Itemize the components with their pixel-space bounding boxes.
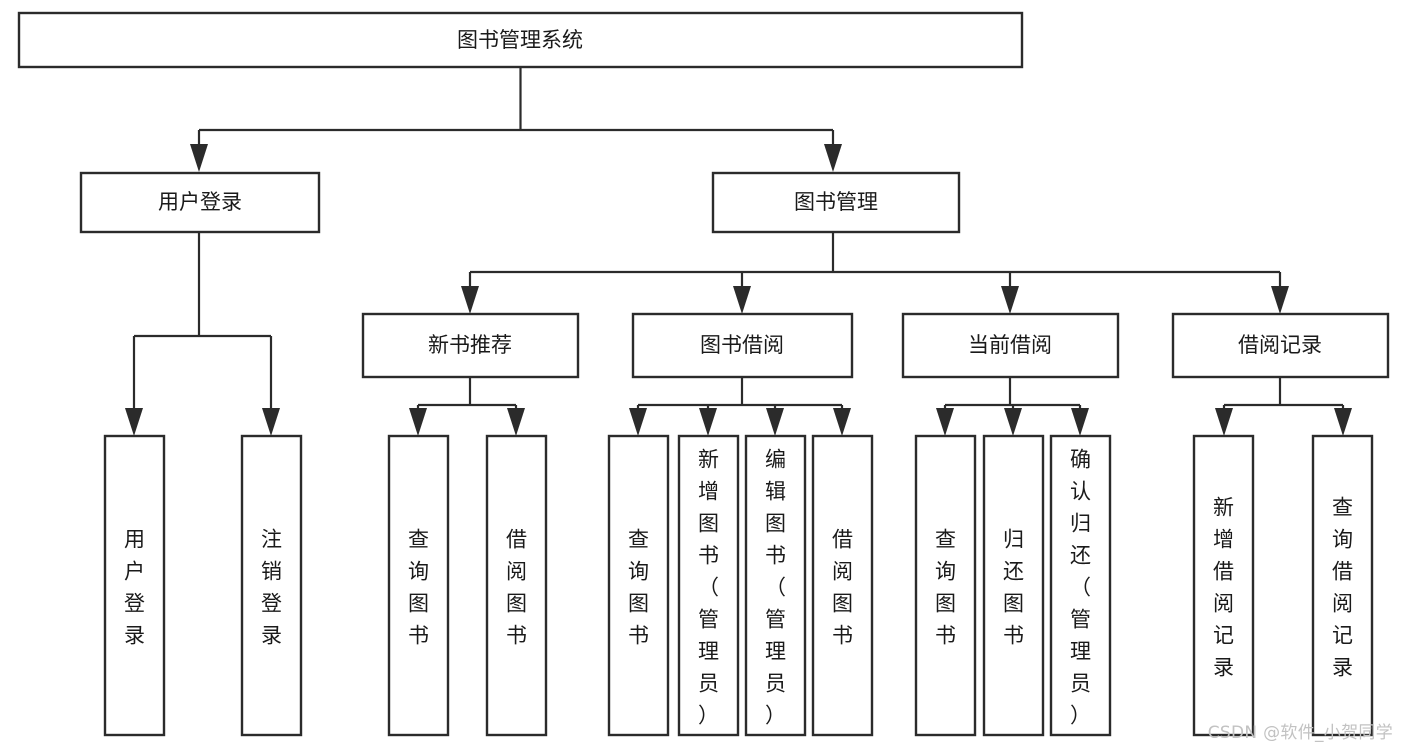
node-book-borrow[interactable]: 图书借阅: [631, 312, 854, 379]
node-leaf-query-book-1-label: 查询图书: [408, 528, 429, 648]
node-leaf-add-book-admin-box[interactable]: [677, 434, 740, 737]
node-leaf-query-book-3[interactable]: [914, 434, 977, 737]
node-leaf-return-book-label: 归还图书: [1003, 528, 1024, 648]
node-leaf-edit-book-admin-box[interactable]: [744, 434, 807, 737]
node-leaf-query-book-1-box[interactable]: [387, 434, 450, 737]
node-new-book-recommend-box[interactable]: [361, 312, 580, 379]
node-leaf-borrow-book-1-label: 借阅图书: [506, 528, 527, 648]
node-new-book-recommend-label: 新书推荐: [428, 333, 512, 357]
node-leaf-edit-book-admin-label: 编辑图书（管理员）: [765, 448, 786, 728]
connector-borrow-record-to-leaves: [1222, 378, 1345, 410]
arrow-to-leaf-confirm-return-admin: [1071, 408, 1089, 436]
node-book-management-label: 图书管理: [794, 190, 878, 214]
node-borrow-record[interactable]: 借阅记录: [1171, 312, 1390, 379]
arrow-to-leaf-query-book-3: [936, 408, 954, 436]
node-new-book-recommend[interactable]: 新书推荐: [361, 312, 580, 379]
csdn-watermark: CSDN @软件_小贺同学: [1207, 723, 1393, 743]
node-leaf-query-borrow-record-label: 查询借阅记录: [1332, 496, 1353, 680]
node-leaf-logout-login-box[interactable]: [240, 434, 303, 737]
node-root-label: 图书管理系统: [457, 28, 583, 52]
node-leaf-logout-login[interactable]: [240, 434, 303, 737]
node-leaf-query-book-2-label: 查询图书: [628, 528, 649, 648]
node-leaf-confirm-return-admin[interactable]: [1049, 434, 1112, 737]
node-leaf-user-login-label: 用户登录: [124, 528, 145, 648]
arrow-to-leaf-add-book-admin: [699, 408, 717, 436]
connector-current-borrow-to-leaves: [943, 378, 1082, 410]
node-leaf-user-login[interactable]: [103, 434, 166, 737]
node-leaf-user-login-box[interactable]: [103, 434, 166, 737]
node-leaf-add-borrow-record-box[interactable]: [1192, 434, 1255, 737]
node-leaf-borrow-book-1-box[interactable]: [485, 434, 548, 737]
node-borrow-record-box[interactable]: [1171, 312, 1390, 379]
node-leaf-add-book-admin-label: 新增图书（管理员）: [698, 448, 719, 728]
arrow-to-leaf-return-book: [1004, 408, 1022, 436]
arrow-to-leaf-borrow-book-2: [833, 408, 851, 436]
arrow-to-leaf-query-borrow-record: [1334, 408, 1352, 436]
node-book-borrow-box[interactable]: [631, 312, 854, 379]
node-leaf-query-borrow-record[interactable]: [1311, 434, 1374, 737]
arrow-to-book-borrow: [733, 286, 751, 314]
arrow-to-leaf-add-borrow-record: [1215, 408, 1233, 436]
node-leaf-query-book-2[interactable]: [607, 434, 670, 737]
node-user-login-box[interactable]: [79, 171, 321, 234]
arrow-to-leaf-query-book-1: [409, 408, 427, 436]
arrow-to-current-borrow: [1001, 286, 1019, 314]
node-borrow-record-label: 借阅记录: [1238, 333, 1322, 357]
connector-book-management-to-level3: [468, 232, 1282, 288]
arrow-to-new-book-recommend: [461, 286, 479, 314]
arrow-to-leaf-borrow-book-1: [507, 408, 525, 436]
node-leaf-query-book-2-box[interactable]: [607, 434, 670, 737]
node-leaf-query-book-3-box[interactable]: [914, 434, 977, 737]
connector-book-borrow-to-leaves: [636, 378, 844, 410]
node-leaf-query-book-3-label: 查询图书: [935, 528, 956, 648]
connector-layer: [125, 67, 1352, 436]
node-leaf-return-book[interactable]: [982, 434, 1045, 737]
arrow-to-leaf-user-login: [125, 408, 143, 436]
node-leaf-add-book-admin[interactable]: [677, 434, 740, 737]
node-current-borrow[interactable]: 当前借阅: [901, 312, 1120, 379]
connector-new-book-recommend-to-leaves: [416, 378, 518, 410]
connector-root-to-level2: [197, 67, 835, 146]
node-leaf-borrow-book-1[interactable]: [485, 434, 548, 737]
node-leaf-add-borrow-record-label: 新增借阅记录: [1213, 496, 1234, 680]
arrow-to-user-login: [190, 144, 208, 172]
node-leaf-confirm-return-admin-box[interactable]: [1049, 434, 1112, 737]
arrow-to-book-management: [824, 144, 842, 172]
node-root[interactable]: 图书管理系统: [17, 11, 1024, 69]
node-current-borrow-label: 当前借阅: [968, 333, 1052, 357]
node-leaf-borrow-book-2[interactable]: [811, 434, 874, 737]
node-user-login-label: 用户登录: [158, 190, 242, 214]
arrow-to-leaf-query-book-2: [629, 408, 647, 436]
node-leaf-add-borrow-record[interactable]: [1192, 434, 1255, 737]
connector-user-login-to-leaves: [132, 232, 273, 410]
node-book-management-box[interactable]: [711, 171, 961, 234]
node-leaf-confirm-return-admin-label: 确认归还（管理员）: [1070, 448, 1091, 728]
arrow-to-borrow-record: [1271, 286, 1289, 314]
leaf-label-layer: 用户登录 注销登录 查询图书 借阅图书 查询图书 新增图书（管理员） 编辑图书（…: [124, 448, 1353, 728]
arrow-to-leaf-edit-book-admin: [766, 408, 784, 436]
node-leaf-query-borrow-record-box[interactable]: [1311, 434, 1374, 737]
node-user-login[interactable]: 用户登录: [79, 171, 321, 234]
node-book-management[interactable]: 图书管理: [711, 171, 961, 234]
node-leaf-logout-login-label: 注销登录: [261, 528, 282, 648]
node-leaf-return-book-box[interactable]: [982, 434, 1045, 737]
node-leaf-edit-book-admin[interactable]: [744, 434, 807, 737]
node-current-borrow-box[interactable]: [901, 312, 1120, 379]
node-leaf-borrow-book-2-label: 借阅图书: [832, 528, 853, 648]
node-leaf-query-book-1[interactable]: [387, 434, 450, 737]
arrow-to-leaf-logout-login: [262, 408, 280, 436]
node-root-box[interactable]: [17, 11, 1024, 69]
node-leaf-borrow-book-2-box[interactable]: [811, 434, 874, 737]
node-book-borrow-label: 图书借阅: [700, 333, 784, 357]
